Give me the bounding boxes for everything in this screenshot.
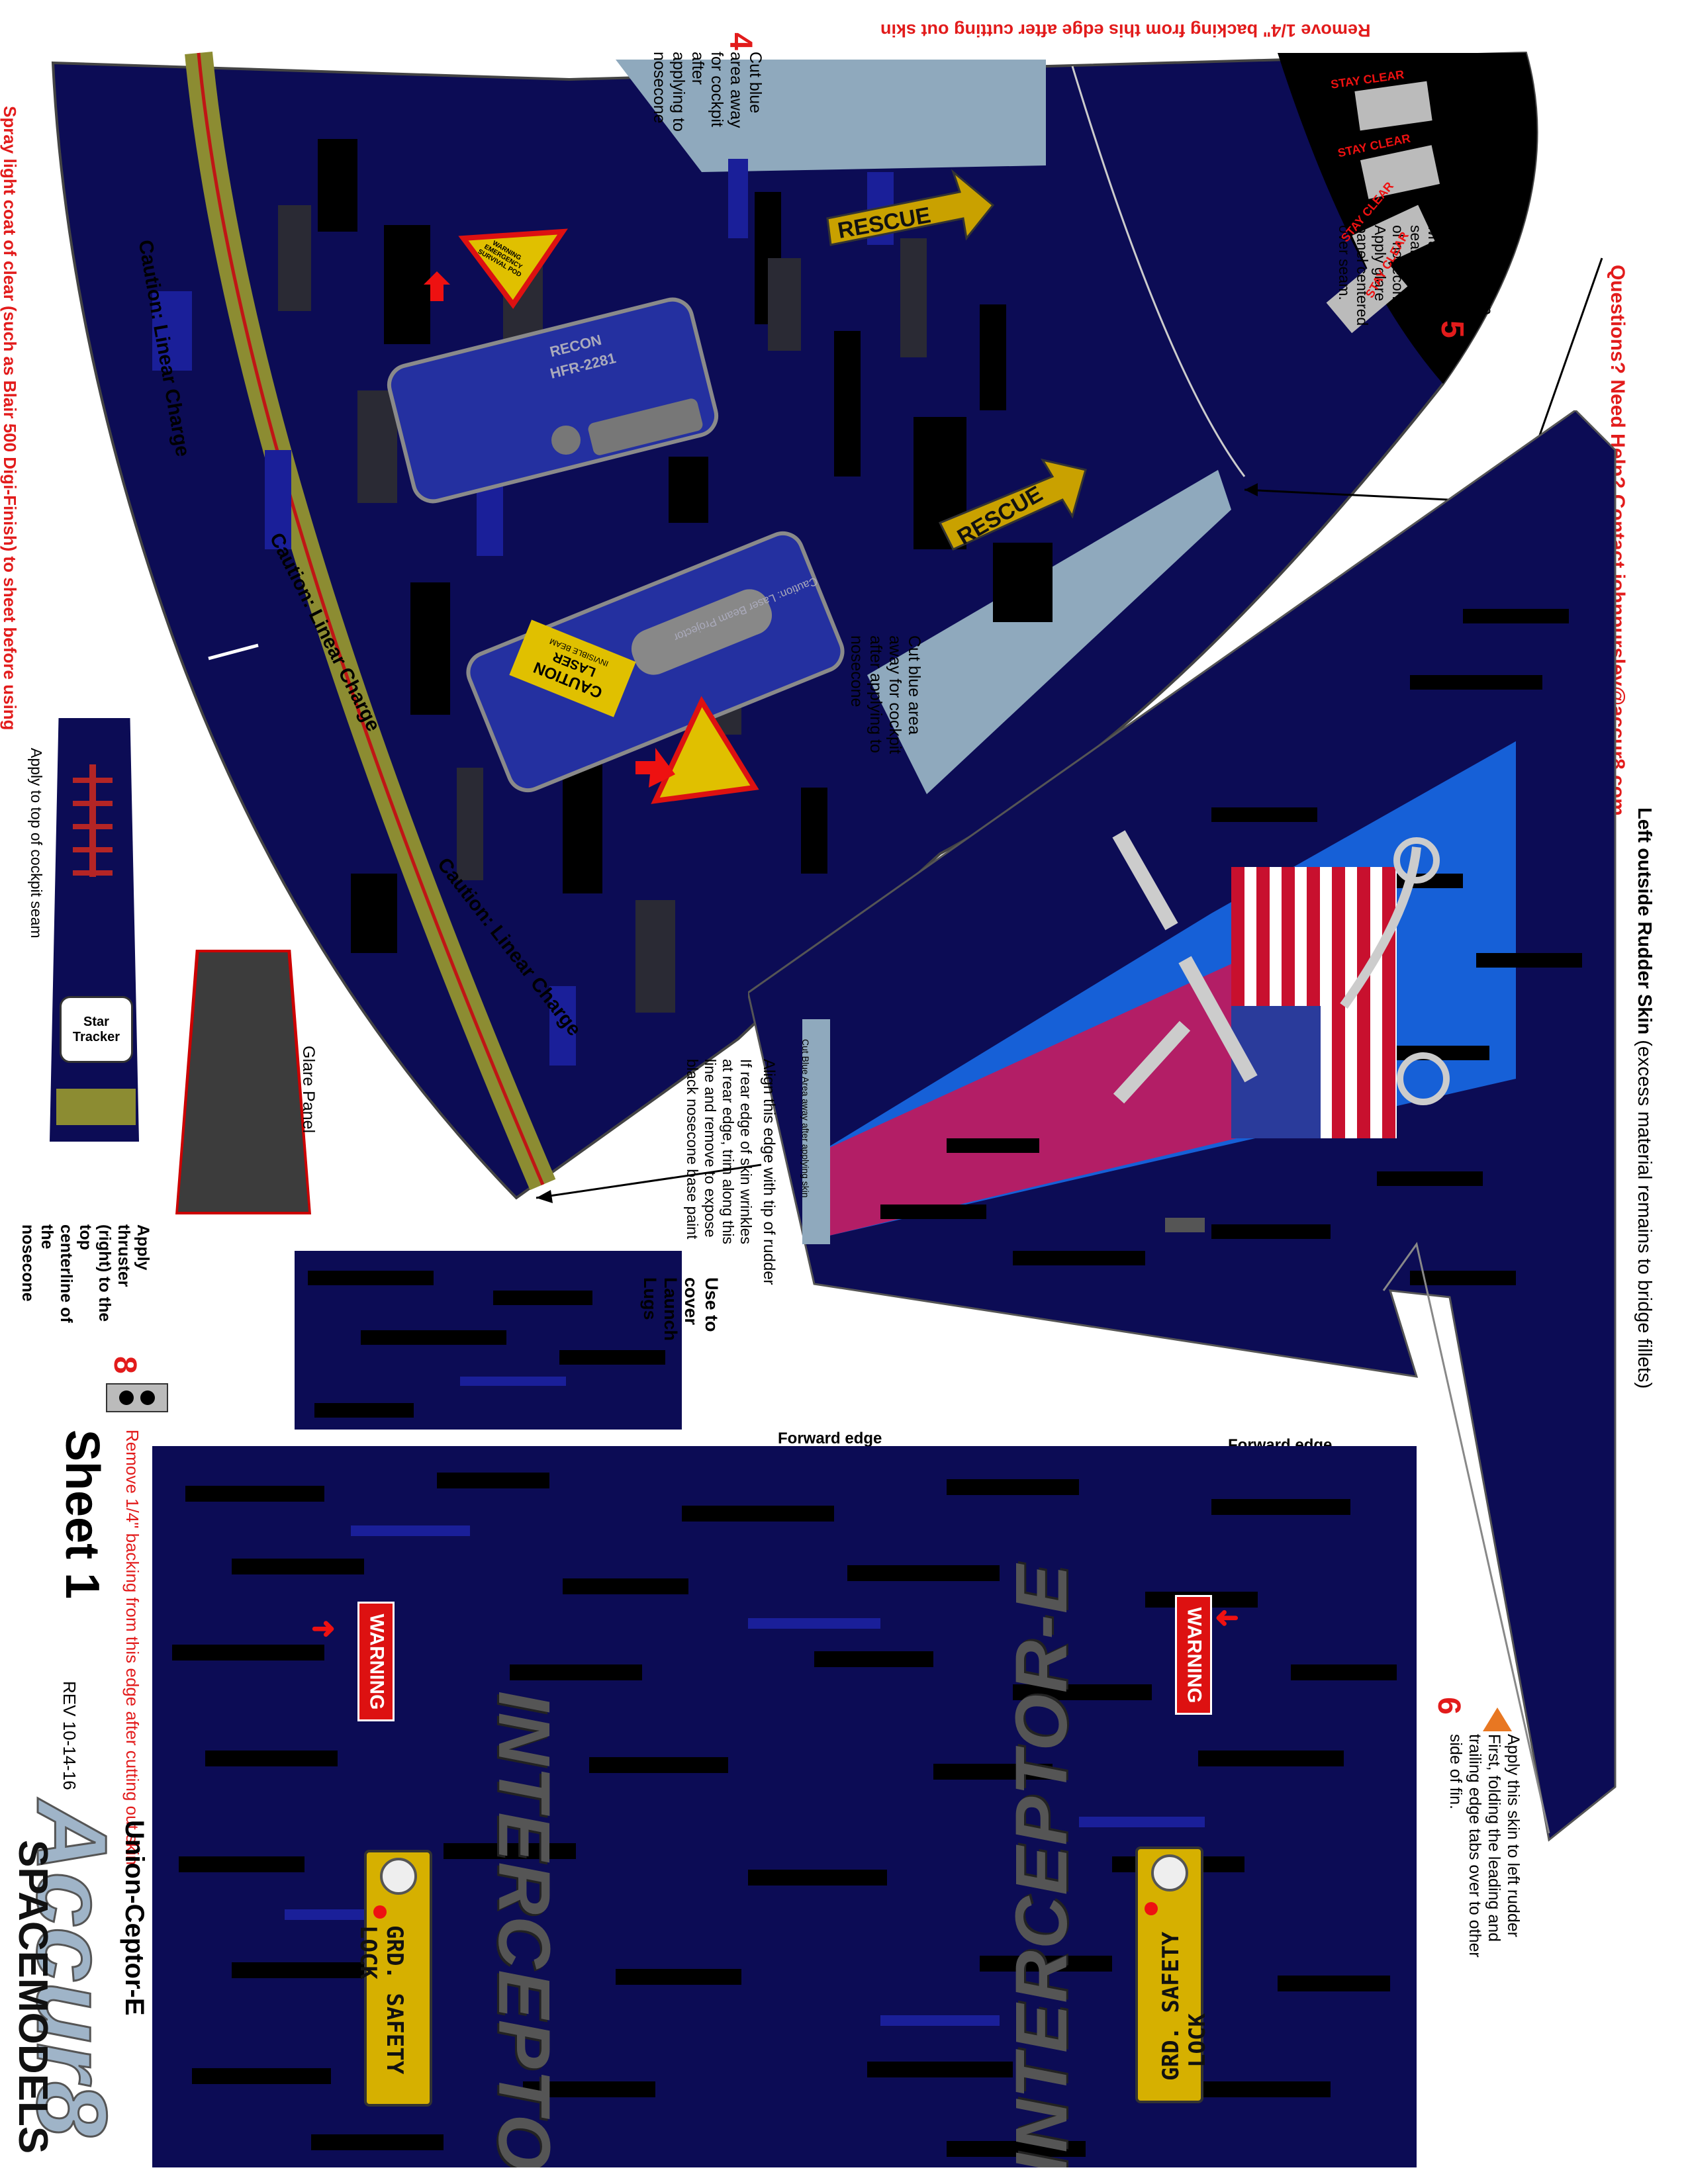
grd-safety-lock-right: GRD. SAFETY LOCK [1135,1846,1211,2103]
grd-safety-text-right: GRD. SAFETY [1158,1931,1184,2081]
warning-label-left: WARNING [365,1614,387,1709]
rudder-subtitle: (excess material remains to bridge fille… [1634,1040,1655,1389]
spacemodels-label: SPACEMODELS [10,1840,56,2154]
cut-blue-note-mid: Cut blue area away for cockpit after app… [847,635,923,754]
glare-panel-label: Glare Panel [299,1046,318,1134]
nosecone-wrap-part [51,51,1538,1200]
warning-badge-left: WARNING [357,1602,395,1721]
part-8-number: 8 [107,1356,142,1374]
part-4-number: 4 [722,32,758,50]
body-skin-panel: WARNING ➜ WARNING ➜ INTERCEPTOR-E INTERC… [152,1446,1417,2167]
red-arrow-icon-left: ➜ [311,1612,336,1645]
wrinkle-arrow [536,1163,762,1203]
cut-blue-note-top: Cut blue area away for cockpit after app… [650,52,765,132]
rudder-skin-title: Left outside Rudder Skin (excess materia… [1633,807,1655,1388]
launch-lugs-note: Use to cover Launch Lugs [640,1277,722,1342]
revision-label: REV 10-14-16 [60,1681,79,1790]
grd-safety-lock-left: GRD. SAFETY LOCK [355,1850,432,2107]
sheet-title: Sheet 1 [56,1430,109,1600]
interceptor-title-right: INTERCEPTOR-E [1001,1563,1082,2167]
spray-clear-note: Spray light coat of clear (such as Blair… [0,106,20,731]
star-tracker-label: Star Tracker [60,996,133,1063]
rudder-title: Left outside Rudder Skin [1634,807,1655,1035]
thruster-note: Apply thruster (right) to the top center… [19,1224,152,1323]
star-tracker-strip: Star Tracker [50,718,139,1142]
apply-cockpit-note: Apply to top of cockpit seam [28,748,45,938]
part-6-number: 6 [1430,1697,1466,1715]
grd-safety-text-left: GRD. SAFETY [381,1925,408,2075]
warning-label-right: WARNING [1183,1607,1205,1703]
cut-blue-rudder-note: Cut Blue Area away after applying skin [800,1039,811,1198]
forward-edge-left: Forward edge [778,1430,882,1447]
rudder-skin-part [748,410,1617,1842]
remove-backing-top-note: Remove 1/4" backing from this edge after… [880,21,1371,40]
grd-lock-text-left: LOCK [355,1925,381,1979]
warning-badge-right: WARNING [1175,1595,1212,1715]
orange-triangle-icon [1483,1707,1512,1731]
grd-lock-text-right: LOCK [1184,2013,1211,2068]
launch-lug-cover-panel [295,1251,682,1430]
glare-panel [175,950,311,1214]
apply-rudder-note: Apply this skin to left rudder First, fo… [1446,1734,1523,1958]
thruster-decal [106,1383,168,1412]
red-arrow-icon-right: ➜ [1215,1602,1239,1635]
